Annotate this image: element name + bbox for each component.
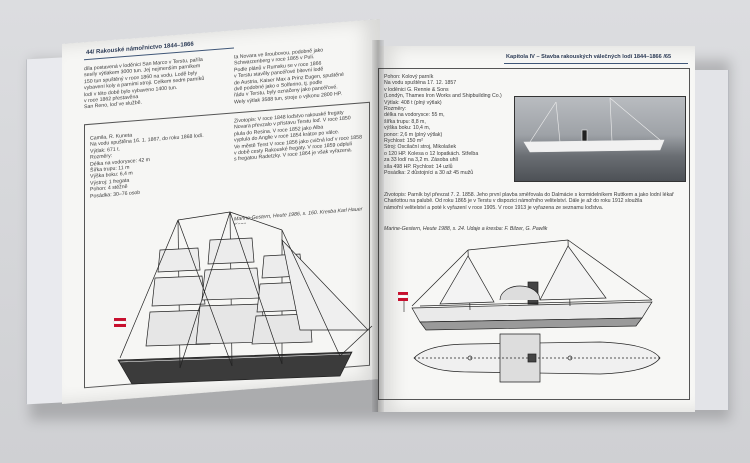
right-figure-frame <box>378 68 690 400</box>
right-ship-specs: Pohon: Kolový parník Na vodu spuštěna 17… <box>384 74 502 177</box>
right-page-header: Kapitola IV – Stavba rakouských válečnýc… <box>506 54 672 60</box>
right-figure-caption: Marine-Gestern, Heute 1988, s. 24. Údaje… <box>384 226 548 232</box>
right-header-rule <box>504 63 688 64</box>
left-ship-specs: Camila, R. Kuneta Na vodu spuštěna 16. 1… <box>90 132 204 200</box>
left-page: 44/ Rakouské námořnictvo 1844–1866 díla … <box>62 18 380 404</box>
book-cover-right <box>690 70 729 410</box>
book-gutter <box>372 40 384 412</box>
right-page: Kapitola IV – Stavba rakouských válečnýc… <box>378 46 695 412</box>
steamship-photo <box>514 96 686 182</box>
right-ship-description: Životopis: Parník byl převzat 7. 2. 1858… <box>384 192 674 211</box>
left-ship-description: Životopis: V roce 1848 loďstvo rakouské … <box>234 109 362 163</box>
